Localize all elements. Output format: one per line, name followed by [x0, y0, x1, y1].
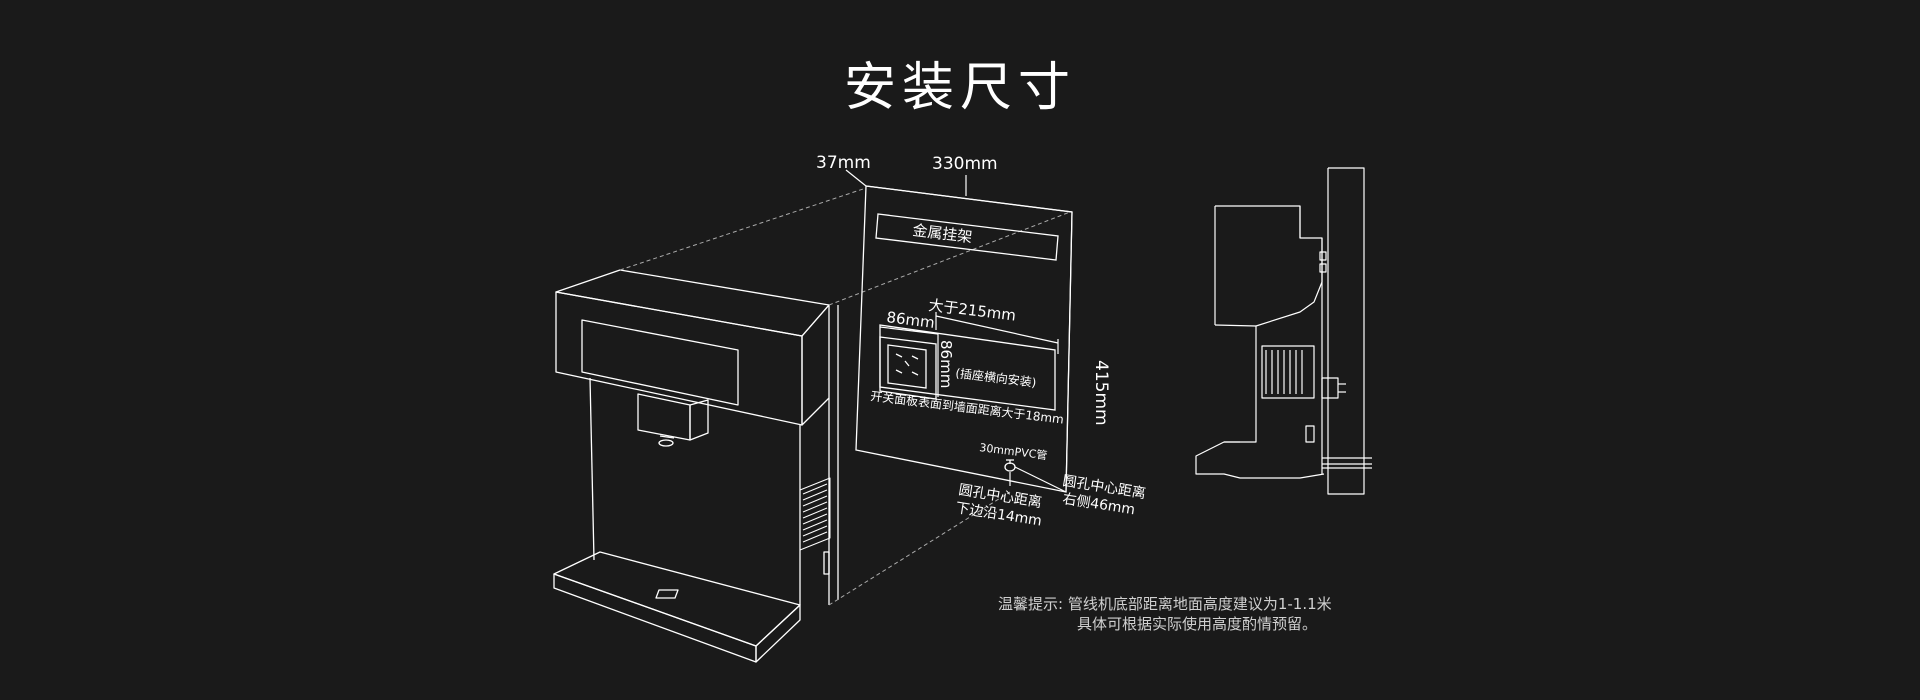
vent-grille — [799, 477, 831, 551]
dispenser-machine — [553, 269, 839, 663]
pvc-pipe-hole — [1004, 462, 1016, 472]
dim-height-label: 415mm — [1091, 360, 1111, 426]
socket-height-label: 86mm — [937, 340, 955, 388]
projection-lines — [619, 187, 1071, 606]
socket-width-label: 86mm — [886, 308, 936, 332]
metal-bracket — [875, 213, 1059, 261]
min-width-label: 大于215mm — [928, 296, 1017, 325]
side-view-machine — [1195, 205, 1325, 479]
drip-tray — [553, 551, 801, 647]
dimension-lines — [845, 169, 1073, 493]
water-nozzle — [637, 393, 691, 441]
machine-top — [555, 269, 830, 337]
dim-width-label: 330mm — [932, 154, 998, 174]
side-view — [1195, 167, 1372, 495]
socket-box — [879, 336, 937, 400]
tip-line-2: 具体可根据实际使用高度酌情预留。 — [1077, 615, 1318, 633]
display-panel — [581, 319, 739, 406]
machine-head-side — [801, 304, 830, 426]
pvc-pipe-label: 30mmPVC管 — [979, 440, 1048, 462]
side-view-wall — [1327, 167, 1365, 495]
machine-head-front — [555, 291, 803, 426]
tip-line-1: 温馨提示: 管线机底部距离地面高度建议为1-1.1米 — [998, 595, 1332, 613]
page-title: 安装尺寸 — [843, 58, 1076, 118]
dim-depth-label: 37mm — [816, 153, 871, 173]
installation-tip: 温馨提示: 管线机底部距离地面高度建议为1-1.1米 具体可根据实际使用高度酌情… — [998, 594, 1332, 634]
socket-orientation-label: (插座横向安装) — [955, 365, 1038, 390]
